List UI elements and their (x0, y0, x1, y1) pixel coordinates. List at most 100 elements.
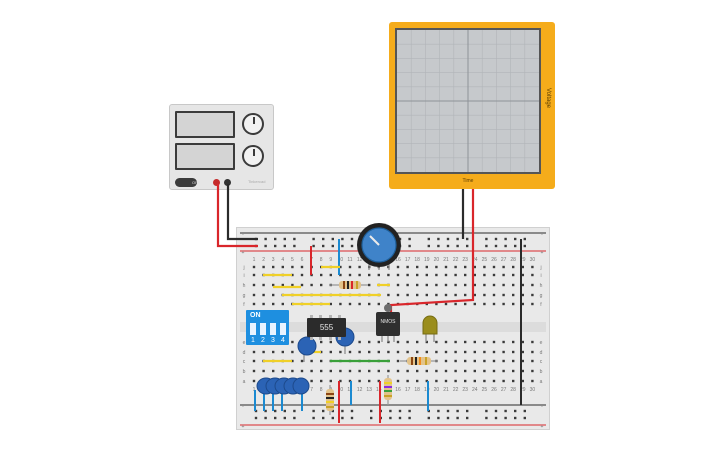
column-number-bottom: 17 (405, 387, 411, 393)
column-number-bottom: 19 (424, 387, 430, 393)
column-number-bottom: 14 (376, 387, 382, 393)
column-number-bottom: 24 (472, 387, 478, 393)
dip-toggle-2[interactable] (260, 323, 266, 335)
power-supply[interactable]: OFF Tinkercad (169, 104, 274, 190)
rail-minus-label: - (541, 232, 543, 238)
column-number-bottom: 30 (530, 387, 536, 393)
row-letter-right: h (540, 283, 543, 289)
ic555-pins (310, 315, 341, 340)
row-letter-left: g (243, 293, 246, 299)
row-letter-right: f (540, 302, 542, 308)
column-number-top: 24 (472, 257, 478, 263)
capacitor-1[interactable] (297, 336, 317, 362)
column-number-top: 18 (414, 257, 420, 263)
column-number-top: 4 (281, 257, 284, 263)
column-number-bottom: 8 (320, 387, 323, 393)
resistor-bottom-b[interactable] (384, 375, 392, 405)
column-number-top: 12 (357, 257, 363, 263)
row-letter-right: c (540, 359, 543, 365)
dip-number-2: 2 (261, 337, 265, 344)
column-number-top: 1 (253, 257, 256, 263)
oscilloscope-y-label: Voltage (545, 87, 551, 109)
row-letter-left: f (243, 302, 245, 308)
column-number-bottom: 16 (395, 387, 401, 393)
column-number-bottom: 26 (491, 387, 497, 393)
oscilloscope-grid (397, 30, 539, 172)
capacitor-bank[interactable] (256, 377, 310, 395)
psu-voltage-knob[interactable] (242, 145, 264, 167)
oscilloscope-screen (395, 28, 541, 174)
column-number-top: 21 (443, 257, 449, 263)
column-number-top: 8 (320, 257, 323, 263)
ic555-label: 555 (319, 323, 334, 332)
resistor-top[interactable] (330, 281, 368, 289)
row-letter-left: a (243, 379, 246, 385)
column-number-top: 20 (434, 257, 440, 263)
mosfet[interactable]: NMOS (376, 312, 400, 336)
mosfet-label: NMOS (380, 319, 396, 325)
column-number-top: 11 (347, 257, 352, 263)
row-letter-right: g (540, 293, 543, 299)
column-number-top: 25 (482, 257, 488, 263)
column-number-top: 16 (395, 257, 401, 263)
row-letter-right: i (540, 273, 541, 279)
oscilloscope-x-label: Time (462, 178, 474, 184)
column-number-top: 17 (405, 257, 411, 263)
row-letter-right: d (540, 350, 543, 356)
row-letter-right: e (540, 340, 543, 346)
dip-on-label: ON (250, 312, 261, 319)
column-number-top: 22 (453, 257, 459, 263)
resistor-bottom-a[interactable] (326, 385, 334, 415)
column-number-bottom: 22 (453, 387, 459, 393)
dip-toggle-3[interactable] (270, 323, 276, 335)
potentiometer[interactable] (357, 223, 401, 270)
column-number-top: 9 (329, 257, 332, 263)
dip-switch[interactable]: ON 1 2 3 4 (246, 310, 289, 345)
column-number-top: 27 (501, 257, 507, 263)
dip-number-3: 3 (271, 337, 275, 344)
column-number-top: 30 (530, 257, 536, 263)
rail-plus-label: + (242, 424, 245, 430)
column-number-bottom: 12 (357, 387, 363, 393)
psu-switch-label: OFF (192, 180, 200, 185)
mosfet-tab (384, 304, 392, 312)
psu-positive-terminal[interactable] (213, 179, 220, 186)
row-letter-right: b (540, 369, 543, 375)
column-number-bottom: 29 (520, 387, 526, 393)
row-letter-left: j (242, 265, 244, 271)
row-letter-right: a (540, 379, 543, 385)
row-letter-left: i (243, 273, 244, 279)
rail-plus-label: + (242, 250, 245, 256)
psu-display-bottom (175, 143, 235, 170)
rail-minus-label: - (242, 232, 244, 238)
psu-display-top (175, 111, 235, 138)
column-number-top: 26 (491, 257, 497, 263)
mosfet-legs (381, 336, 395, 342)
column-number-top: 3 (272, 257, 275, 263)
wire-psu-negative[interactable] (226, 184, 258, 241)
psu-current-knob[interactable] (242, 113, 264, 135)
column-number-bottom: 13 (366, 387, 372, 393)
column-number-top: 2 (262, 257, 265, 263)
dip-toggle-4[interactable] (280, 323, 286, 335)
column-number-bottom: 7 (310, 387, 313, 393)
ic-555-timer[interactable]: 555 (307, 318, 346, 337)
psu-brand-label: Tinkercad (248, 179, 266, 184)
dip-toggle-1[interactable] (250, 323, 256, 335)
column-number-bottom: 25 (482, 387, 488, 393)
column-number-bottom: 23 (462, 387, 468, 393)
led[interactable] (422, 315, 438, 342)
resistor-right[interactable] (400, 357, 438, 365)
column-number-bottom: 21 (443, 387, 449, 393)
column-number-top: 23 (462, 257, 468, 263)
dip-number-4: 4 (281, 337, 285, 344)
row-letter-right: j (539, 265, 541, 271)
psu-power-switch[interactable]: OFF (175, 178, 200, 187)
wire-psu-positive[interactable] (216, 184, 258, 248)
psu-negative-terminal[interactable] (224, 179, 231, 186)
column-number-top: 19 (424, 257, 430, 263)
rail-minus-label: - (242, 404, 244, 410)
oscilloscope[interactable]: Voltage Time (389, 22, 555, 189)
